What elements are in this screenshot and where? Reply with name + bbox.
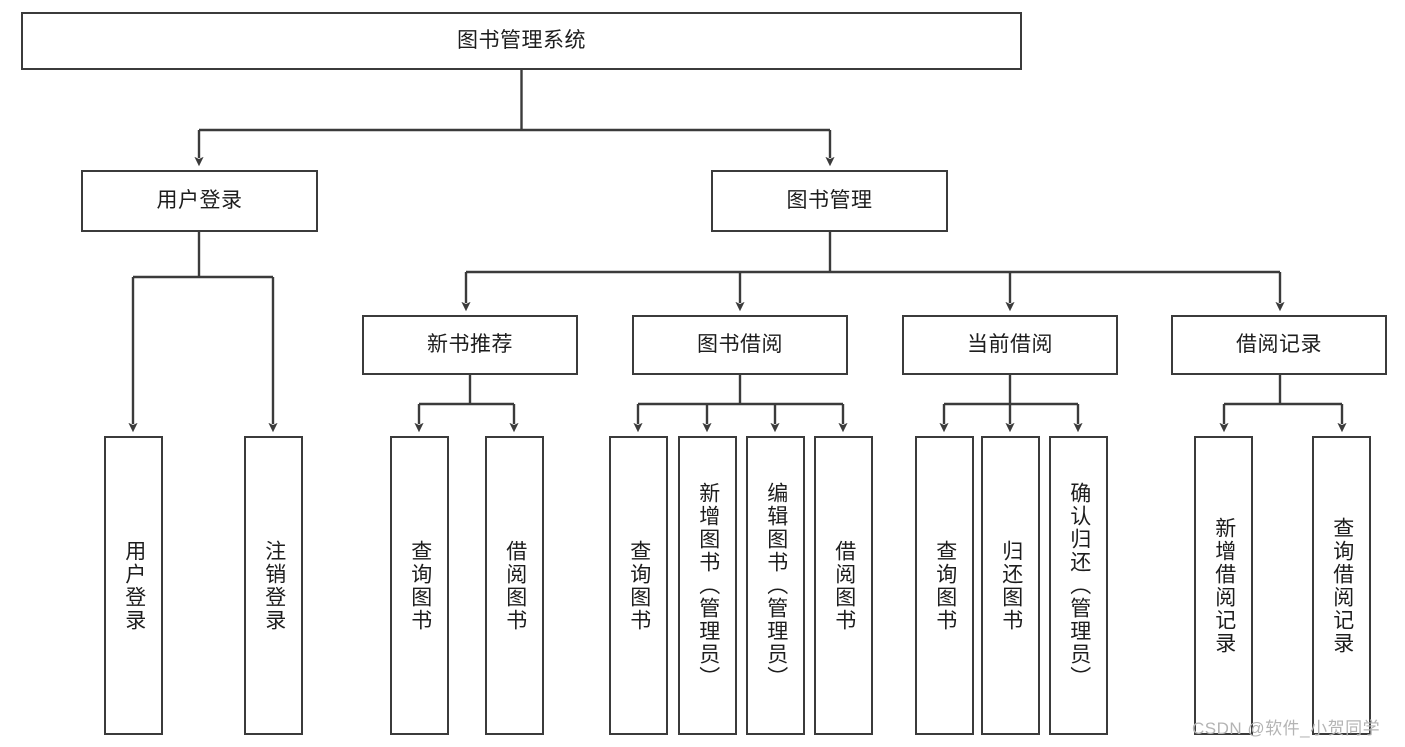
leaf-current-return-book[interactable]: 归还图书	[981, 436, 1040, 735]
node-label: 用户登录	[122, 539, 146, 632]
leaf-record-add-record[interactable]: 新增借阅记录	[1194, 436, 1253, 735]
leaf-borrow-edit-book-admin[interactable]: 编辑图书（管理员）	[746, 436, 805, 735]
leaf-record-query-record[interactable]: 查询借阅记录	[1312, 436, 1371, 735]
leaf-borrow-query-book[interactable]: 查询图书	[609, 436, 668, 735]
node-label: 图书管理系统	[457, 29, 586, 53]
leaf-new-book-query[interactable]: 查询图书	[390, 436, 449, 735]
node-label: 当前借阅	[967, 333, 1053, 357]
node-label: 查询图书	[627, 539, 651, 632]
leaf-borrow-borrow-book[interactable]: 借阅图书	[814, 436, 873, 735]
leaf-user-login-logout[interactable]: 注销登录	[244, 436, 303, 735]
node-label: 图书管理	[786, 189, 873, 213]
node-new-book-recommend[interactable]: 新书推荐	[362, 315, 578, 375]
node-label: 新增图书（管理员）	[696, 482, 720, 689]
node-book-borrow[interactable]: 图书借阅	[632, 315, 848, 375]
node-label: 新增借阅记录	[1212, 516, 1236, 655]
node-label: 查询图书	[408, 539, 432, 632]
node-label: 借阅图书	[832, 539, 856, 632]
leaf-borrow-add-book-admin[interactable]: 新增图书（管理员）	[678, 436, 737, 735]
node-label: 用户登录	[156, 189, 243, 213]
node-label: 借阅图书	[503, 539, 527, 632]
node-label: 查询借阅记录	[1330, 516, 1354, 655]
node-label: 归还图书	[999, 539, 1023, 632]
node-label: 新书推荐	[427, 333, 513, 357]
node-label: 编辑图书（管理员）	[764, 482, 788, 689]
node-label: 确认归还（管理员）	[1067, 482, 1091, 689]
leaf-new-book-borrow[interactable]: 借阅图书	[485, 436, 544, 735]
node-borrow-record[interactable]: 借阅记录	[1171, 315, 1387, 375]
leaf-user-login-login[interactable]: 用户登录	[104, 436, 163, 735]
node-current-borrow[interactable]: 当前借阅	[902, 315, 1118, 375]
csdn-watermark: CSDN @软件_小贺同学	[1192, 719, 1381, 738]
node-label: 图书借阅	[697, 333, 783, 357]
node-label: 借阅记录	[1236, 333, 1322, 357]
node-label: 注销登录	[262, 539, 286, 632]
node-root-system[interactable]: 图书管理系统	[21, 12, 1022, 70]
leaf-current-query-book[interactable]: 查询图书	[915, 436, 974, 735]
node-user-login[interactable]: 用户登录	[81, 170, 318, 232]
node-book-management[interactable]: 图书管理	[711, 170, 948, 232]
node-label: 查询图书	[933, 539, 957, 632]
leaf-current-confirm-return-admin[interactable]: 确认归还（管理员）	[1049, 436, 1108, 735]
